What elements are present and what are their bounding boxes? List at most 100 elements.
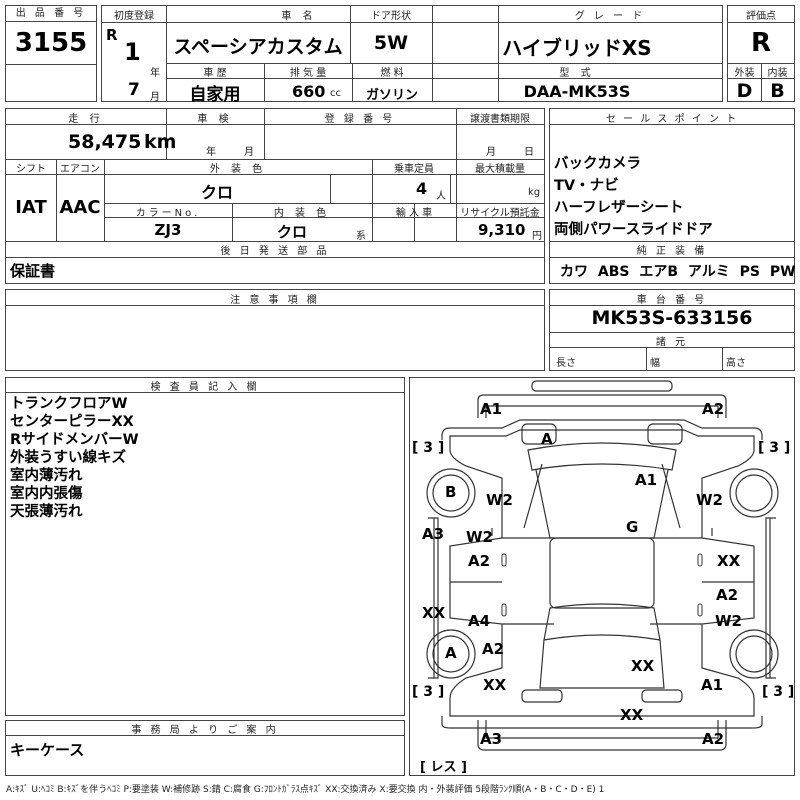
row-4 xyxy=(104,203,544,204)
mark-a1-rear-right: A1 xyxy=(701,676,724,694)
history: 自家用 xyxy=(189,85,241,105)
capacity: 4 xyxy=(416,179,428,198)
inspector-line: センターピラーXX xyxy=(10,414,134,430)
car-outline xyxy=(426,380,779,751)
length-label: 長さ xyxy=(556,358,576,369)
spec-section: 走 行 車 検 登 録 番 号 譲渡書類期限 58,475 km 年 月 月 日… xyxy=(5,108,545,284)
lot-section: 出 品 番 号 3155 xyxy=(5,5,97,102)
mark-wheel-fl: B xyxy=(445,483,457,501)
inspector-label: 検 査 員 記 入 欄 xyxy=(150,382,260,393)
mark-a2-right: A2 xyxy=(716,586,739,604)
mark-w2-right: W2 xyxy=(715,612,742,630)
max-load-label: 最大積載量 xyxy=(475,164,525,175)
sales-row-2 xyxy=(550,241,794,242)
car-name-label: 車 名 xyxy=(281,11,317,22)
inspector-line: 室内薄汚れ xyxy=(10,468,83,484)
office-label: 事 務 局 よ り ご 案 内 xyxy=(131,725,279,736)
mark-three-rl: [ 3 ] xyxy=(412,684,445,700)
chassis-number: MK53S-633156 xyxy=(591,307,753,329)
inspector-line: 室内内張傷 xyxy=(10,486,83,502)
ext-grade-label: 外装 xyxy=(734,68,755,79)
grade: ハイブリッドXS xyxy=(502,36,652,60)
caution-label: 注 意 事 項 欄 xyxy=(230,295,320,306)
row-6 xyxy=(6,241,544,242)
caution-row xyxy=(6,305,544,306)
mark-a2-rear: A2 xyxy=(702,730,725,748)
col-d xyxy=(56,159,57,241)
col-h xyxy=(232,203,233,241)
mark-a2-left-door: A2 xyxy=(468,552,491,570)
displacement-label: 排 気 量 xyxy=(289,68,327,79)
mark-w2-fr: W2 xyxy=(696,491,723,509)
max-load-unit: kg xyxy=(528,187,541,198)
inspector-line: トランクフロアW xyxy=(10,396,128,412)
door-type: 5W xyxy=(373,32,409,54)
sales-points: バックカメラ TV・ナビ ハーフレザーシート 両側パワースライドドア xyxy=(554,153,713,241)
lot-divider xyxy=(6,64,96,65)
score-section: 評価点 R 外装 内装 D B xyxy=(727,5,795,102)
sales-point: バックカメラ xyxy=(554,156,641,172)
col-c xyxy=(456,109,457,159)
transfer-month-unit: 月 xyxy=(486,147,496,158)
mark-roof: G xyxy=(626,518,639,536)
int-grade: B xyxy=(770,80,785,102)
fuel: ガソリン xyxy=(365,88,418,103)
inspector-row xyxy=(6,392,404,393)
width-label: 幅 xyxy=(650,358,660,369)
col-line-7 xyxy=(498,63,499,101)
row-7 xyxy=(6,257,544,258)
parts: 保証書 xyxy=(10,262,56,280)
chassis-row-3 xyxy=(550,347,794,348)
mark-xx-rear-left: XX xyxy=(483,676,507,694)
row-2 xyxy=(6,159,544,160)
capacity-label: 乗車定員 xyxy=(394,164,434,175)
equip-item: カワ xyxy=(560,264,588,280)
mileage-unit: km xyxy=(144,131,177,153)
color-no-label: カラーNo. xyxy=(135,208,201,219)
era: R xyxy=(106,26,118,44)
mark-xx-trunk: XX xyxy=(631,657,655,675)
capacity-unit: 人 xyxy=(436,191,446,202)
mark-wheel-rl: A xyxy=(445,644,457,662)
office-text: キーケース xyxy=(10,741,85,759)
equip-item: ABS xyxy=(597,264,630,280)
mark-w2-left: W2 xyxy=(466,528,493,546)
mark-a3-rear: A3 xyxy=(480,730,503,748)
col-line-2 xyxy=(350,6,351,63)
mark-windshield: A xyxy=(541,430,553,448)
disp-unit: cc xyxy=(330,88,341,99)
col-b xyxy=(264,109,265,159)
height-label: 高さ xyxy=(726,358,746,369)
grade-label: グ レ ー ド xyxy=(574,11,646,22)
sales-row-3 xyxy=(550,257,794,258)
mark-three-fl: [ 3 ] xyxy=(412,440,445,456)
col-a xyxy=(166,109,167,159)
lot-no-label: 出 品 番 号 xyxy=(6,6,96,22)
int-grade-label: 内装 xyxy=(767,68,788,79)
shift: IAT xyxy=(15,197,47,218)
mark-hood: A1 xyxy=(635,471,658,489)
insp-month-unit: 月 xyxy=(244,147,254,158)
col-line-1 xyxy=(166,6,167,101)
sales-label: セ ー ル ス ポ イ ン ト xyxy=(605,114,739,125)
insp-year-unit: 年 xyxy=(206,147,216,158)
inspector-line: 天張薄汚れ xyxy=(10,504,83,520)
col-f xyxy=(372,159,373,241)
sales-row-1 xyxy=(550,124,794,125)
office-row xyxy=(6,735,404,736)
header-row-line xyxy=(102,22,722,23)
year-unit: 年 xyxy=(150,68,160,79)
dims-label: 諸 元 xyxy=(655,337,689,348)
month-unit: 月 xyxy=(150,92,160,103)
inspector-section: 検 査 員 記 入 欄 トランクフロアW センターピラーXX RサイドメンバーW… xyxy=(5,377,405,716)
mark-a2-rear-left: A2 xyxy=(482,640,505,658)
mileage-label: 走 行 xyxy=(68,114,104,125)
inspection-label: 車 検 xyxy=(197,114,233,125)
mark-less: [ レス ] xyxy=(420,760,467,775)
vehicle-header: 初度登録 車 名 ドア形状 グ レ ー ド R 1 年 7 月 スペーシアカスタ… xyxy=(101,5,723,105)
sales-section: セ ー ル ス ポ イ ン ト バックカメラ TV・ナビ ハーフレザーシート 両… xyxy=(549,108,796,284)
car-name: スペーシアカスタム xyxy=(173,36,343,58)
door-label: ドア形状 xyxy=(371,11,411,22)
col-g xyxy=(456,159,457,241)
mark-a4-left: A4 xyxy=(468,612,491,630)
